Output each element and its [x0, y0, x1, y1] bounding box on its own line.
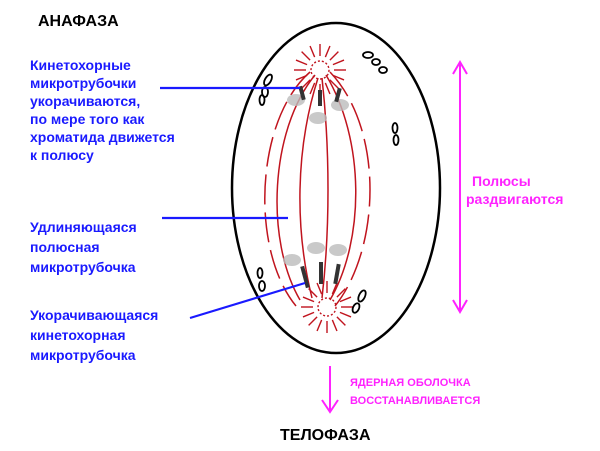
aster-ray	[308, 288, 318, 298]
aster-ray	[339, 296, 352, 303]
label-kinetochore-shortening: Кинетохорные микротрубочки укорачиваются…	[30, 57, 179, 163]
aster-ray	[324, 45, 331, 58]
next-phase: ТЕЛОФАЗА	[280, 427, 371, 444]
aster-ray	[316, 282, 323, 295]
aster-ray	[295, 59, 308, 66]
chromatids	[283, 85, 349, 289]
aster-ray	[309, 82, 316, 95]
poles-arrow	[452, 60, 468, 314]
cell-membrane	[230, 21, 442, 355]
centrosome	[317, 297, 337, 317]
aster-ray	[331, 319, 338, 332]
aster-ray	[295, 74, 308, 81]
aster-ray	[331, 282, 338, 295]
aster-ray	[302, 296, 315, 303]
label-envelope: ЯДЕРНАЯ ОБОЛОЧКА ВОССТАНАВЛИВАЕТСЯ	[350, 377, 480, 407]
aster-ray	[301, 79, 311, 89]
down-arrow	[321, 366, 339, 414]
aster-ray	[309, 45, 316, 58]
label-kinetochore-microtubule: Укорачивающаяся кинетохорная микротрубоч…	[30, 307, 162, 363]
aster-ray	[332, 74, 345, 81]
label-poles: Полюсы раздвигаются	[466, 173, 563, 207]
aster-ray	[329, 79, 339, 89]
chromosome-fragments	[256, 51, 400, 314]
aster-ray	[336, 288, 346, 298]
leader-lines	[160, 86, 306, 320]
spindle	[264, 71, 371, 307]
aster-ray	[324, 82, 331, 95]
aster-ray	[332, 59, 345, 66]
centrosome	[310, 60, 330, 80]
aster-ray	[336, 316, 346, 326]
centrosomes	[294, 44, 353, 333]
aster-ray	[308, 316, 318, 326]
aster-ray	[302, 311, 315, 318]
aster-ray	[301, 51, 311, 61]
aster-ray	[339, 311, 352, 318]
aster-ray	[316, 319, 323, 332]
aster-ray	[329, 51, 339, 61]
label-polar-microtubule: Удлиняющаяся полюсная микротрубочка	[30, 219, 141, 275]
title: АНАФАЗА	[38, 13, 119, 30]
